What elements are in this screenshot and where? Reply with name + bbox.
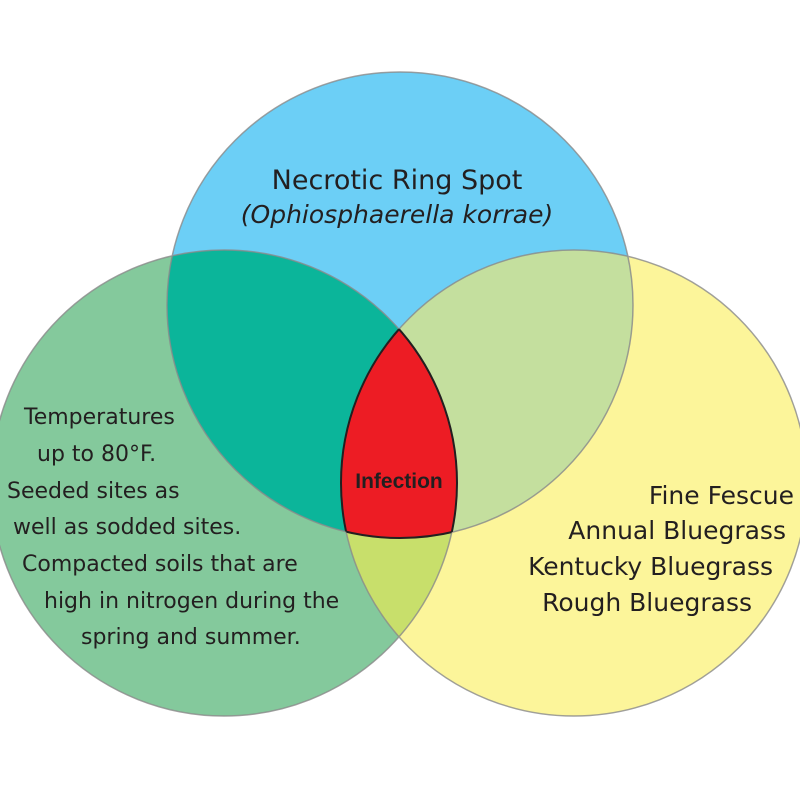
environment-line: high in nitrogen during the: [44, 589, 339, 614]
environment-line: well as sodded sites.: [13, 515, 241, 540]
pathogen-scientific-name: (Ophiosphaerella korrae): [241, 200, 553, 229]
host-line: Annual Bluegrass: [568, 516, 786, 545]
environment-line: spring and summer.: [81, 625, 301, 650]
infection-label: Infection: [355, 470, 443, 493]
pathogen-name: Necrotic Ring Spot: [272, 165, 523, 196]
environment-line: Temperatures: [23, 405, 175, 430]
environment-conditions: Temperatures up to 80°F. Seeded sites as…: [7, 405, 339, 650]
host-species: Fine Fescue Annual Bluegrass Kentucky Bl…: [528, 481, 794, 617]
environment-line: Compacted soils that are: [22, 552, 298, 577]
environment-line: Seeded sites as: [7, 479, 180, 504]
host-line: Fine Fescue: [649, 481, 794, 510]
host-line: Kentucky Bluegrass: [528, 552, 773, 581]
environment-line: up to 80°F.: [37, 442, 156, 467]
host-line: Rough Bluegrass: [542, 588, 752, 617]
